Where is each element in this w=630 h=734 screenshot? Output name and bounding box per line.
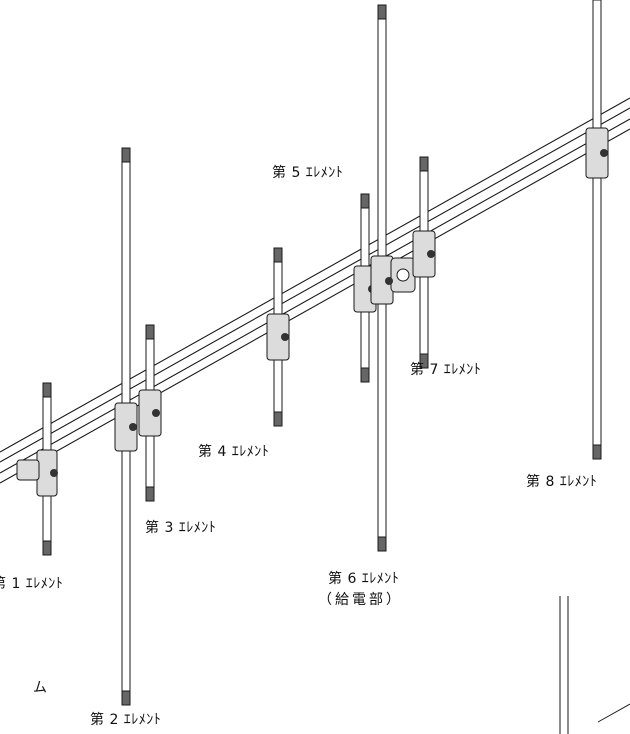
element-4	[266, 247, 290, 427]
element-8	[585, 0, 609, 460]
boom	[0, 97, 630, 484]
label-element-7: 第 7 ｴﾚﾒﾝﾄ	[410, 362, 482, 378]
label-element-1: 第 1 ｴﾚﾒﾝﾄ	[0, 576, 64, 592]
label-element-4: 第 4 ｴﾚﾒﾝﾄ	[198, 444, 270, 460]
label-element-3: 第 3 ｴﾚﾒﾝﾄ	[145, 520, 217, 536]
element-1	[36, 382, 58, 556]
label-element-2: 第 2 ｴﾚﾒﾝﾄ	[90, 712, 162, 728]
element-6-feed	[370, 4, 416, 552]
label-element-8: 第 8 ｴﾚﾒﾝﾄ	[526, 474, 598, 490]
element-7	[412, 156, 436, 369]
mast-fragment	[559, 596, 630, 734]
label-element-6: 第 6 ｴﾚﾒﾝﾄ	[328, 571, 400, 587]
element-2	[114, 147, 138, 706]
element-3	[138, 324, 162, 502]
label-boom-partial: ム	[33, 680, 48, 696]
label-element-5: 第 5 ｴﾚﾒﾝﾄ	[272, 165, 344, 181]
boom-end-cap	[16, 459, 40, 481]
label-element-6-feed: （給電部）	[318, 592, 403, 608]
